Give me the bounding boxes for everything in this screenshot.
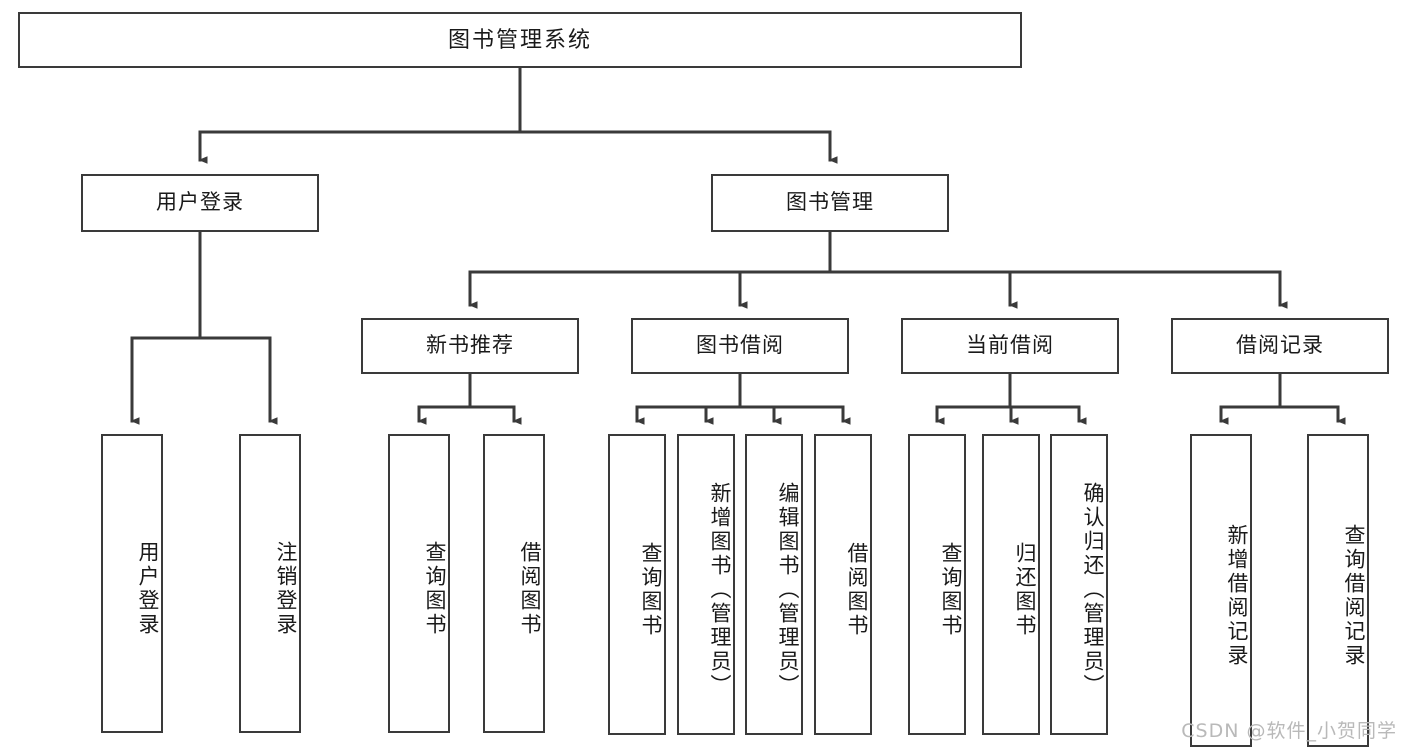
node-label: 编辑图书（管理员）: [776, 481, 799, 698]
node-user-login[interactable]: 用户登录: [81, 174, 319, 232]
leaf-query-book-new[interactable]: 查询图书: [388, 434, 450, 733]
node-book-borrow[interactable]: 图书借阅: [631, 318, 849, 374]
leaf-query-borrow-record[interactable]: 查询借阅记录: [1307, 434, 1369, 747]
node-book-manage[interactable]: 图书管理: [711, 174, 949, 232]
node-borrow-record[interactable]: 借阅记录: [1171, 318, 1389, 374]
node-label: 归还图书: [1013, 541, 1036, 638]
leaf-confirm-return-admin[interactable]: 确认归还（管理员）: [1050, 434, 1108, 735]
leaf-logout[interactable]: 注销登录: [239, 434, 301, 733]
node-label: 图书管理系统: [447, 27, 592, 53]
node-label: 查询图书: [939, 541, 962, 638]
leaf-add-borrow-record[interactable]: 新增借阅记录: [1190, 434, 1252, 747]
leaf-query-book-current[interactable]: 查询图书: [908, 434, 966, 735]
node-new-book-recommendation[interactable]: 新书推荐: [361, 318, 579, 374]
node-label: 用户登录: [156, 191, 244, 215]
node-label: 新增图书（管理员）: [708, 481, 731, 698]
node-label: 查询图书: [423, 540, 446, 637]
node-label: 注销登录: [274, 540, 297, 637]
node-label: 借阅图书: [845, 541, 868, 638]
node-label: 图书借阅: [696, 334, 784, 358]
node-label: 当前借阅: [966, 334, 1054, 358]
leaf-borrow-book[interactable]: 借阅图书: [814, 434, 872, 735]
csdn-watermark: CSDN @软件_小贺同学: [1181, 720, 1397, 742]
node-label: 借阅图书: [518, 540, 541, 637]
leaf-add-book-admin[interactable]: 新增图书（管理员）: [677, 434, 735, 735]
node-label: 用户登录: [136, 540, 159, 637]
leaf-borrow-book-new[interactable]: 借阅图书: [483, 434, 545, 733]
leaf-user-login[interactable]: 用户登录: [101, 434, 163, 733]
node-root-system[interactable]: 图书管理系统: [18, 12, 1022, 68]
leaf-query-book-borrow[interactable]: 查询图书: [608, 434, 666, 735]
node-label: 新书推荐: [426, 334, 514, 358]
leaf-return-book[interactable]: 归还图书: [982, 434, 1040, 735]
leaf-edit-book-admin[interactable]: 编辑图书（管理员）: [745, 434, 803, 735]
node-label: 查询借阅记录: [1342, 523, 1365, 668]
node-current-borrow[interactable]: 当前借阅: [901, 318, 1119, 374]
node-label: 查询图书: [639, 541, 662, 638]
node-label: 借阅记录: [1236, 334, 1324, 358]
node-label: 确认归还（管理员）: [1081, 481, 1104, 698]
node-label: 图书管理: [786, 191, 874, 215]
node-label: 新增借阅记录: [1225, 523, 1248, 668]
